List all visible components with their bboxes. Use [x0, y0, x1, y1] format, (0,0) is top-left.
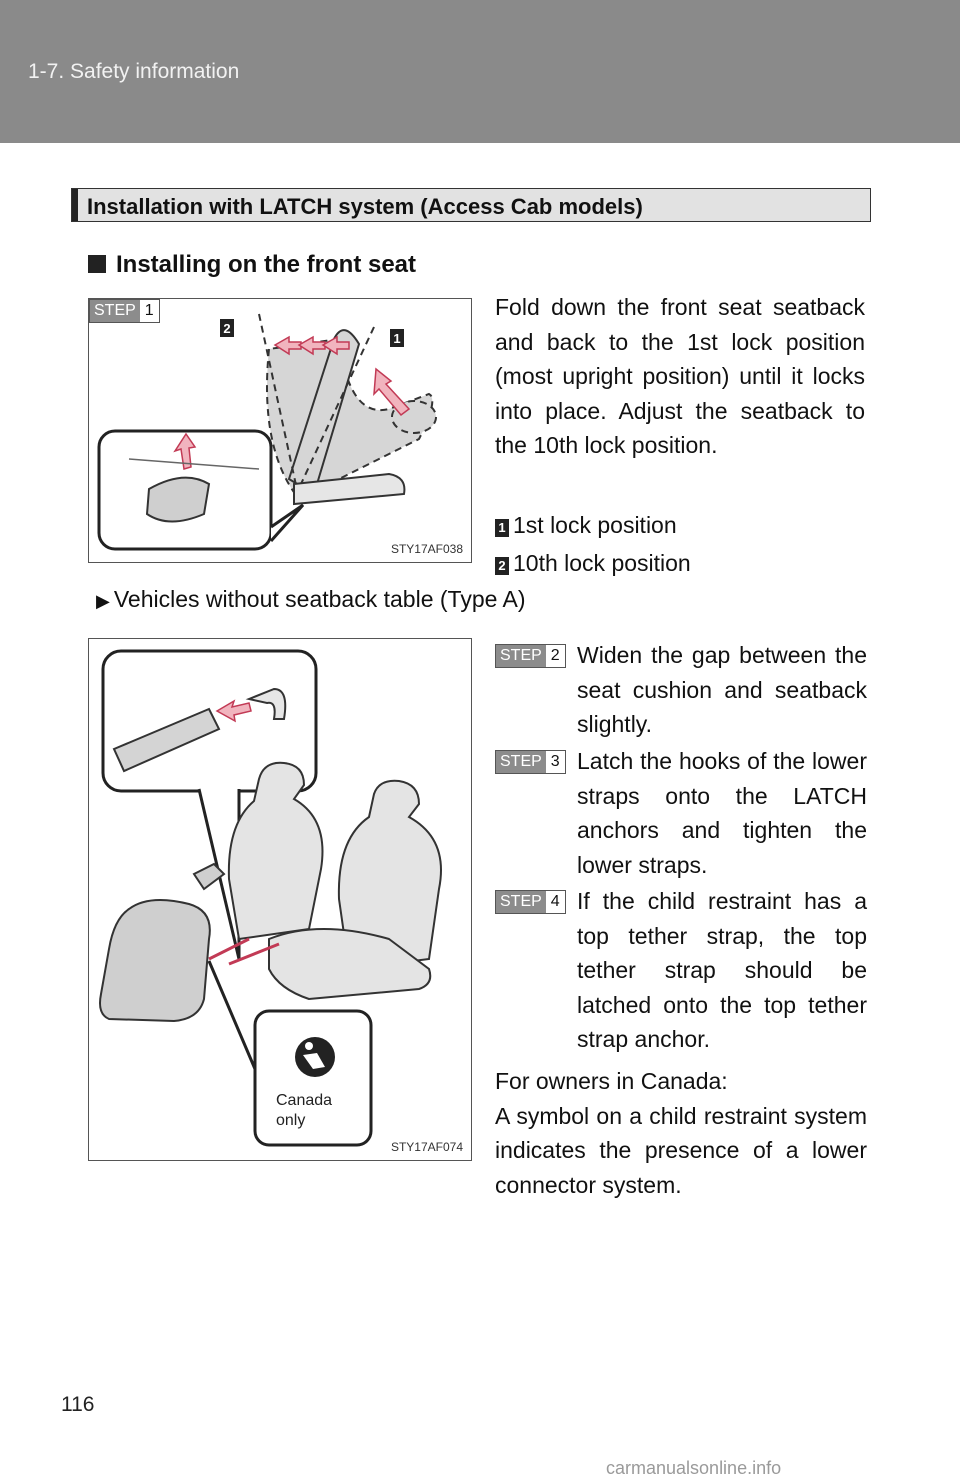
subheading-text: Installing on the front seat — [116, 251, 417, 278]
figure-code: STY17AF074 — [390, 1140, 463, 1154]
step-text: Latch the hooks of the lower straps onto… — [577, 748, 867, 878]
triangle-bullet-icon: ▶ — [96, 591, 110, 611]
section-marker — [72, 189, 78, 221]
step-text: Widen the gap between the seat cushion a… — [577, 642, 867, 737]
seatback-illustration: 2 1 — [97, 313, 437, 551]
svg-text:only: only — [276, 1112, 305, 1129]
canada-heading: For owners in Canada: — [495, 1068, 728, 1094]
section-title: Installation with LATCH system (Access C… — [87, 194, 643, 219]
svg-text:2: 2 — [223, 321, 230, 336]
step1-text: Fold down the front seat seatback and ba… — [495, 294, 865, 458]
canada-note: For owners in Canada: A symbol on a chil… — [495, 1064, 867, 1202]
legend-number: 2 — [495, 557, 509, 575]
legend-label: 1st lock position — [513, 512, 677, 538]
page-number: 116 — [61, 1393, 95, 1416]
square-bullet-icon — [88, 255, 106, 273]
latch-illustration: Canada only — [99, 649, 442, 1147]
section-title-bar: Installation with LATCH system (Access C… — [71, 188, 871, 222]
legend-label: 10th lock position — [513, 550, 691, 576]
step-text: If the child restraint has a top tether … — [577, 888, 867, 1052]
canada-text: A symbol on a child restraint system ind… — [495, 1102, 867, 1198]
svg-text:1: 1 — [393, 331, 400, 346]
vehicle-note: ▶Vehicles without seatback table (Type A… — [96, 586, 526, 613]
svg-text:Canada: Canada — [276, 1092, 332, 1109]
latch-figure: Canada only STY17AF074 — [88, 638, 472, 1161]
subheading: Installing on the front seat — [88, 251, 416, 279]
chapter-title: 1-7. Safety information — [28, 60, 240, 83]
watermark: carmanualsonline.info — [606, 1458, 782, 1478]
figure-code: STY17AF038 — [390, 542, 463, 556]
vehicle-note-text: Vehicles without seatback table (Type A) — [113, 586, 526, 612]
legend-number: 1 — [495, 519, 509, 537]
page-header: 1-7. Safety information — [0, 0, 960, 143]
